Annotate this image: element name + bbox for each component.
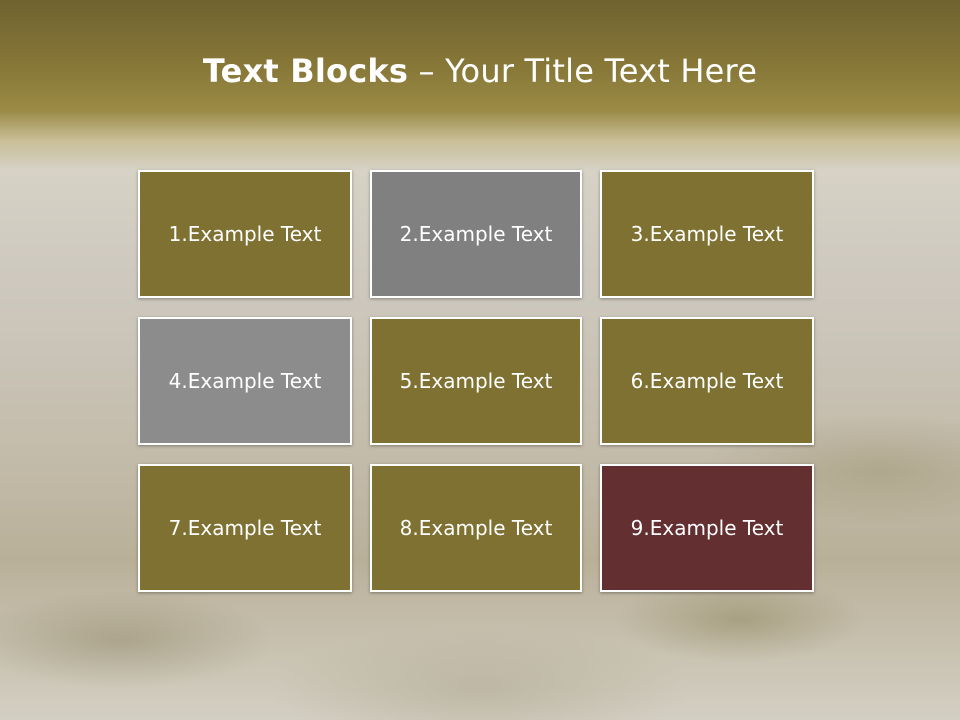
text-block-1[interactable]: 1.Example Text [138,170,352,298]
text-block-3[interactable]: 3.Example Text [600,170,814,298]
text-block-label: 4.Example Text [168,369,322,393]
text-block-label: 5.Example Text [399,369,553,393]
text-block-label: 3.Example Text [630,222,784,246]
text-block-label: 7.Example Text [168,516,322,540]
text-block-label: 6.Example Text [630,369,784,393]
text-block-4[interactable]: 4.Example Text [138,317,352,445]
text-block-label: 2.Example Text [399,222,553,246]
text-block-8[interactable]: 8.Example Text [370,464,582,592]
text-block-9[interactable]: 9.Example Text [600,464,814,592]
text-block-5[interactable]: 5.Example Text [370,317,582,445]
text-block-label: 1.Example Text [168,222,322,246]
title-separator: – [408,52,446,90]
text-block-6[interactable]: 6.Example Text [600,317,814,445]
text-block-2[interactable]: 2.Example Text [370,170,582,298]
slide-title: Text Blocks – Your Title Text Here [0,52,960,90]
text-block-label: 8.Example Text [399,516,553,540]
title-rest-text: Your Title Text Here [445,52,758,90]
text-block-7[interactable]: 7.Example Text [138,464,352,592]
title-bold-text: Text Blocks [202,52,409,90]
text-block-label: 9.Example Text [630,516,784,540]
text-block-grid: 1.Example Text 2.Example Text 3.Example … [138,170,814,592]
